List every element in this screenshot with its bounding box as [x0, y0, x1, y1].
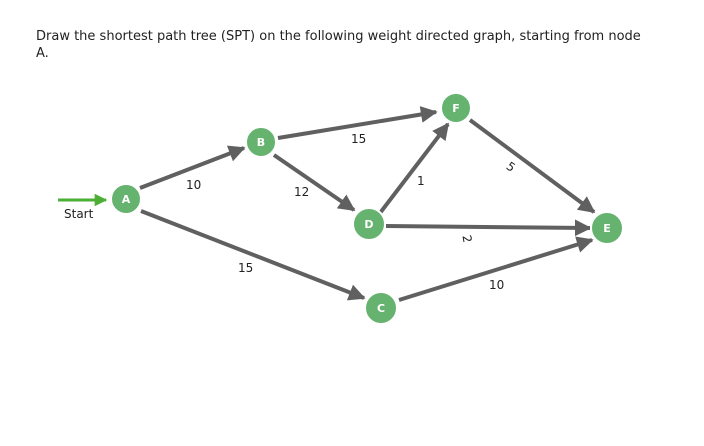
node-d-circle: [352, 207, 386, 241]
node-f-circle: [440, 92, 472, 124]
edge-a-c: [140, 209, 366, 301]
node-e-circle: [590, 211, 624, 245]
weight-a-b: 10: [186, 178, 201, 192]
edge-b-f: [277, 106, 438, 140]
node-b-label: B: [257, 136, 265, 149]
node-b-circle: [245, 126, 277, 158]
node-a: A: [110, 183, 142, 215]
edge-weights: 10 15 15 12 1 2 5 10: [186, 132, 518, 292]
edge-d-e: [385, 219, 592, 237]
node-b: B: [245, 126, 277, 158]
node-c: C: [364, 291, 398, 325]
weight-f-e: 5: [504, 159, 518, 175]
weight-b-f: 15: [351, 132, 366, 146]
node-f-label: F: [452, 102, 460, 115]
edge-d-f: [378, 122, 450, 215]
node-e: E: [590, 211, 624, 245]
edge-b-d: [272, 153, 356, 212]
edge-f-e: [468, 118, 596, 214]
edges: [139, 106, 596, 302]
node-c-label: C: [377, 302, 385, 315]
weight-d-f: 1: [417, 174, 425, 188]
node-a-label: A: [122, 193, 131, 206]
edge-c-e: [398, 236, 594, 302]
edge-a-b: [139, 145, 246, 190]
node-d-label: D: [364, 218, 373, 231]
weight-d-e: 2: [459, 234, 474, 244]
node-d: D: [352, 207, 386, 241]
start-label: Start: [64, 207, 94, 221]
weight-a-c: 15: [238, 261, 253, 275]
node-f: F: [440, 92, 472, 124]
weight-b-d: 12: [294, 185, 309, 199]
weight-c-e: 10: [489, 278, 504, 292]
node-a-circle: [110, 183, 142, 215]
node-c-circle: [364, 291, 398, 325]
question-text: Draw the shortest path tree (SPT) on the…: [36, 29, 641, 61]
node-e-label: E: [603, 222, 611, 235]
